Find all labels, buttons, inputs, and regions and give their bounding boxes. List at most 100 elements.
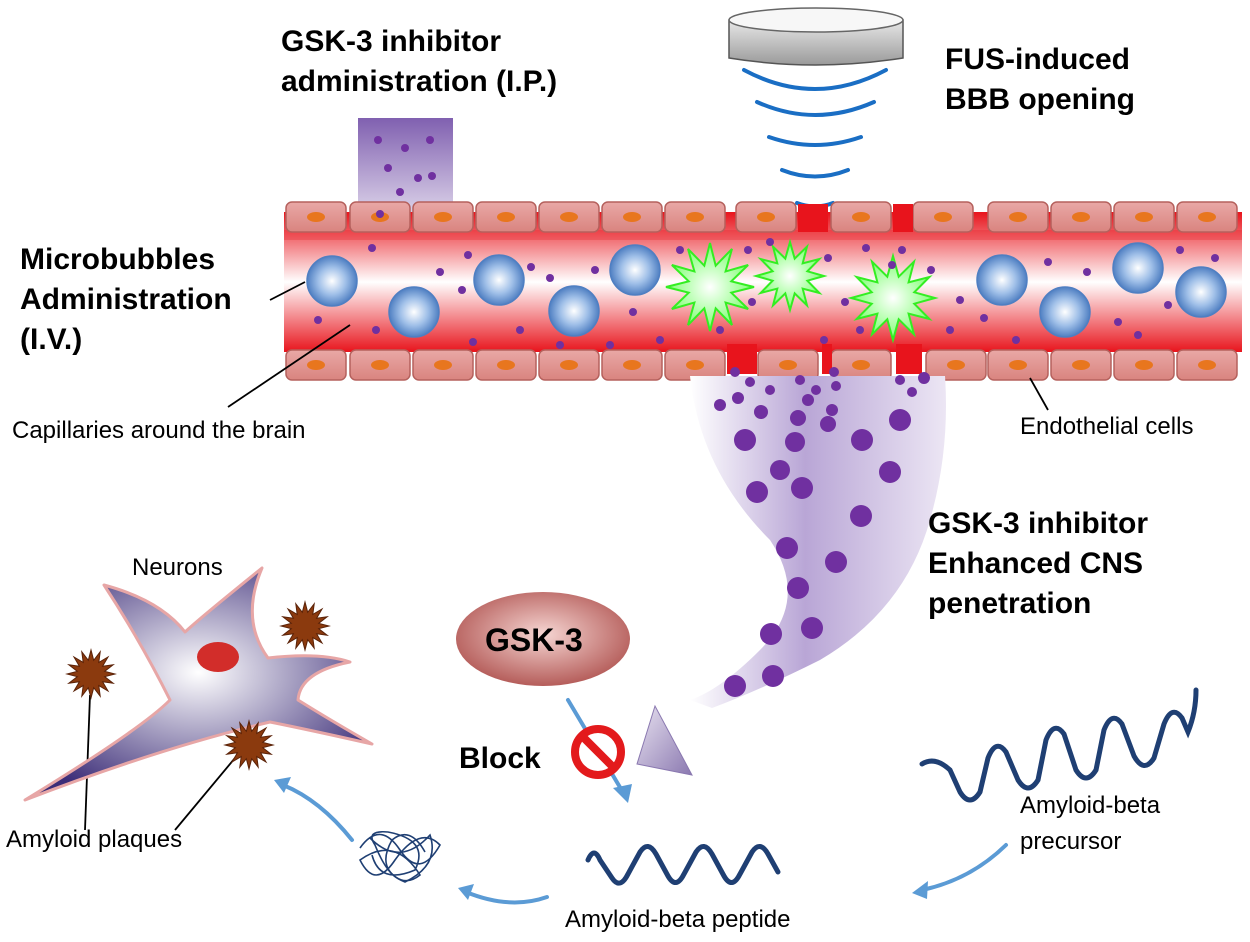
microbubbles-label-line2: Administration [20,283,232,316]
neuron-cell [23,566,374,802]
amyloid-plaques [65,600,331,771]
gsk-admin-label-line1: GSK-3 inhibitor [281,25,501,58]
inhibitor-particle [372,326,380,334]
inhibitor-particle [734,429,756,451]
cell-nucleus [1072,360,1090,370]
enhanced-label-line1: GSK-3 inhibitor [928,507,1148,540]
inhibitor-particle [732,392,744,404]
enhanced-label-line3: penetration [928,587,1092,620]
cell-nucleus [686,360,704,370]
bbb-gaps [727,204,922,374]
cell-nucleus [757,212,775,222]
inhibitor-particle [824,254,832,262]
endothelial-cell [757,349,819,381]
endothelial-label: Endothelial cells [1020,413,1194,440]
endothelial-cell [285,201,347,233]
endothelial-cell [538,349,600,381]
inhibitor-particle [776,537,798,559]
endothelial-cell [285,349,347,381]
endothelial-cell [412,349,474,381]
inhibitor-particle [907,387,917,397]
inhibitor-particle [458,286,466,294]
cell-nucleus [779,360,797,370]
inhibitor-particle [841,298,849,306]
ab-precursor-label-line1: Amyloid-beta [1020,792,1161,819]
spiky-plaque-icon [223,719,275,771]
inhibitor-particle [1211,254,1219,262]
neurons-label: Neurons [132,554,223,581]
inhibitor-particle [888,261,896,269]
inhibitor-particle [748,298,756,306]
inhibitor-particle [656,336,664,344]
inhibitor-particle [851,429,873,451]
fus-label-line1: FUS-induced [945,43,1130,76]
inhibitor-particle [820,336,828,344]
endothelial-cell [1113,201,1175,233]
inhibitor-particle [895,375,905,385]
endothelial-cell [601,201,663,233]
endothelial-cell [987,201,1049,233]
inhibitor-particle [879,461,901,483]
inhibitor-particle [376,210,384,218]
inhibitor-particle [469,338,477,346]
inhibitor-particle [724,675,746,697]
inhibitor-particle [765,385,775,395]
microbubble [1175,266,1227,318]
ultrasound-transducer-icon [728,7,904,66]
cell-nucleus [1198,212,1216,222]
microbubble [1039,286,1091,338]
cell-nucleus [307,360,325,370]
enhanced-label-line2: Enhanced CNS [928,547,1144,580]
inhibitor-particle [785,432,805,452]
capillaries-label: Capillaries around the brain [12,417,306,444]
endothelial-cell [475,201,537,233]
inhibitor-particle [1114,318,1122,326]
cell-nucleus [1135,360,1153,370]
inhibitor-particle [898,246,906,254]
microbubbles-label-line3: (I.V.) [20,323,83,356]
inhibitor-particle [760,623,782,645]
inhibitor-particle [795,375,805,385]
burst-icon [665,242,755,332]
amyloid-beta-peptide-strand [585,844,781,886]
endothelial-cell [1050,201,1112,233]
inhibitor-particle [825,551,847,573]
endothelial-layer-top [285,201,1238,233]
cell-nucleus [307,212,325,222]
sound-wave-icon [742,68,888,209]
endothelial-cell [1176,349,1238,381]
inhibitor-particle [802,394,814,406]
inhibitor-particle [980,314,988,322]
inhibitor-particle [426,136,434,144]
inhibitor-particle [862,244,870,252]
endothelial-cell [475,349,537,381]
cell-nucleus [434,360,452,370]
inhibitor-particle [384,164,392,172]
cell-nucleus [497,360,515,370]
cell-nucleus [852,212,870,222]
cell-nucleus [1009,360,1027,370]
inhibitor-particle [1044,258,1052,266]
cell-nucleus [434,212,452,222]
endothelial-cell [1176,201,1238,233]
inhibitor-particle [766,238,774,246]
endothelial-cell [830,201,892,233]
inhibitor-particle [946,326,954,334]
cell-nucleus [1009,212,1027,222]
inhibitor-particle [314,316,322,324]
inhibitor-particle [850,505,872,527]
cell-nucleus [686,212,704,222]
inhibitor-particle [770,460,790,480]
fus-label-line2: BBB opening [945,83,1135,116]
burst-icon [847,252,939,344]
endothelial-cell [1113,349,1175,381]
prohibition-icon [571,725,625,779]
inhibitor-particle [730,367,740,377]
microbubble [548,285,600,337]
inhibitor-particle [762,665,784,687]
inhibitor-particle [829,367,839,377]
cell-nucleus [1072,212,1090,222]
cell-nucleus [560,360,578,370]
endothelial-cell [349,349,411,381]
